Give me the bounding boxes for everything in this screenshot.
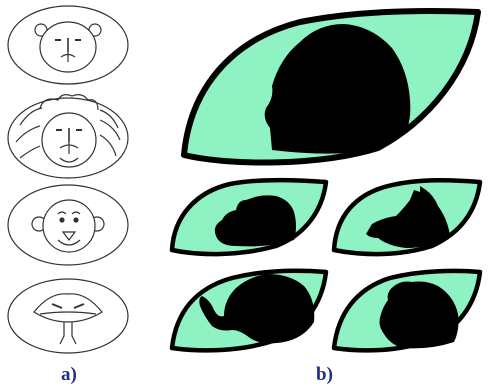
- gorilla-silhouette: [264, 24, 411, 154]
- hippo-leaf: [169, 177, 329, 257]
- bear-silhouette: [379, 281, 459, 349]
- panel-a: [7, 5, 129, 354]
- panel-a-label: a): [61, 364, 77, 385]
- gorilla-leaf: [181, 8, 481, 166]
- hippo-silhouette: [214, 195, 296, 247]
- elephant-silhouette: [199, 274, 315, 344]
- lion-cub-face: [7, 5, 129, 85]
- snake-face: [7, 278, 129, 354]
- lion-mane-face: [7, 94, 129, 179]
- bear-leaf: [331, 268, 483, 353]
- panel-b-label: b): [316, 364, 333, 385]
- monkey-face: [7, 184, 129, 266]
- elephant-leaf: [169, 268, 329, 353]
- giraffe-silhouette: [366, 186, 450, 248]
- giraffe-leaf: [331, 177, 483, 257]
- panel-b: [169, 8, 483, 353]
